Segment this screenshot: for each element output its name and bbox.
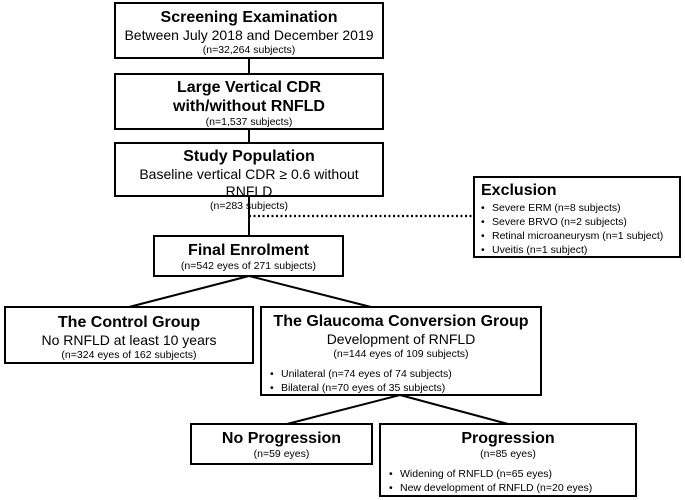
progression-item: Widening of RNFLD (n=65 eyes) (389, 467, 635, 481)
large-cdr-title-line1: Large Vertical CDR (176, 79, 322, 96)
control-group-subtitle: No RNFLD at least 10 years (41, 332, 217, 348)
screening-box: Screening Examination Between July 2018 … (114, 2, 384, 59)
exclusion-list: Severe ERM (n=8 subjects) Severe BRVO (n… (481, 201, 679, 257)
exclusion-box: Exclusion Severe ERM (n=8 subjects) Seve… (473, 176, 681, 258)
study-population-count: (n=283 subjects) (210, 200, 288, 212)
large-cdr-box: Large Vertical CDR with/without RNFLD (n… (114, 73, 384, 130)
no-progression-count: (n=59 eyes) (253, 448, 310, 460)
conversion-group-item: Bilateral (n=70 eyes of 35 subjects) (270, 381, 540, 395)
conversion-group-item: Unilateral (n=74 eyes of 74 subjects) (270, 367, 540, 381)
connector-final-to-conversion (248, 275, 372, 308)
final-enrolment-count: (n=542 eyes of 271 subjects) (180, 260, 317, 272)
large-cdr-title-line2: with/without RNFLD (173, 98, 325, 115)
progression-item: New development of RNFLD (n=20 eyes) (389, 481, 635, 495)
exclusion-item: Retinal microaneurysm (n=1 subject) (481, 229, 679, 243)
conversion-group-box: The Glaucoma Conversion Group Developmen… (260, 306, 542, 396)
screening-title: Screening Examination (160, 9, 338, 26)
progression-title: Progression (461, 430, 555, 447)
progression-list: Widening of RNFLD (n=65 eyes) New develo… (381, 467, 635, 495)
exclusion-item: Uveitis (n=1 subject) (481, 243, 679, 257)
conversion-group-title: The Glaucoma Conversion Group (273, 313, 529, 330)
progression-box: Progression (n=85 eyes) Widening of RNFL… (379, 423, 637, 497)
study-population-box: Study Population Baseline vertical CDR ≥… (114, 142, 384, 212)
connector-final-to-control (128, 275, 250, 308)
large-cdr-count: (n=1,537 subjects) (205, 116, 293, 128)
control-group-title: The Control Group (57, 314, 201, 331)
conversion-group-list: Unilateral (n=74 eyes of 74 subjects) Bi… (262, 367, 540, 395)
exclusion-title: Exclusion (481, 182, 557, 199)
control-group-box: The Control Group No RNFLD at least 10 y… (4, 306, 254, 364)
study-population-subtitle: Baseline vertical CDR ≥ 0.6 without RNFL… (139, 166, 359, 199)
control-group-count: (n=324 eyes of 162 subjects) (61, 349, 197, 361)
final-enrolment-box: Final Enrolment (n=542 eyes of 271 subje… (153, 235, 344, 277)
no-progression-box: No Progression (n=59 eyes) (190, 423, 373, 465)
connector-conversion-to-progression (399, 394, 509, 425)
exclusion-item: Severe BRVO (n=2 subjects) (481, 215, 679, 229)
screening-count: (n=32,264 subjects) (202, 44, 296, 56)
conversion-group-count: (n=144 eyes of 109 subjects) (333, 348, 469, 360)
no-progression-title: No Progression (221, 430, 342, 447)
study-population-title: Study Population (183, 148, 315, 165)
screening-subtitle: Between July 2018 and December 2019 (124, 27, 374, 43)
exclusion-item: Severe ERM (n=8 subjects) (481, 201, 679, 215)
conversion-group-subtitle: Development of RNFLD (326, 331, 476, 347)
final-enrolment-title: Final Enrolment (188, 242, 309, 259)
progression-count: (n=85 eyes) (480, 448, 536, 460)
connector-conversion-to-noprogression (286, 394, 401, 425)
